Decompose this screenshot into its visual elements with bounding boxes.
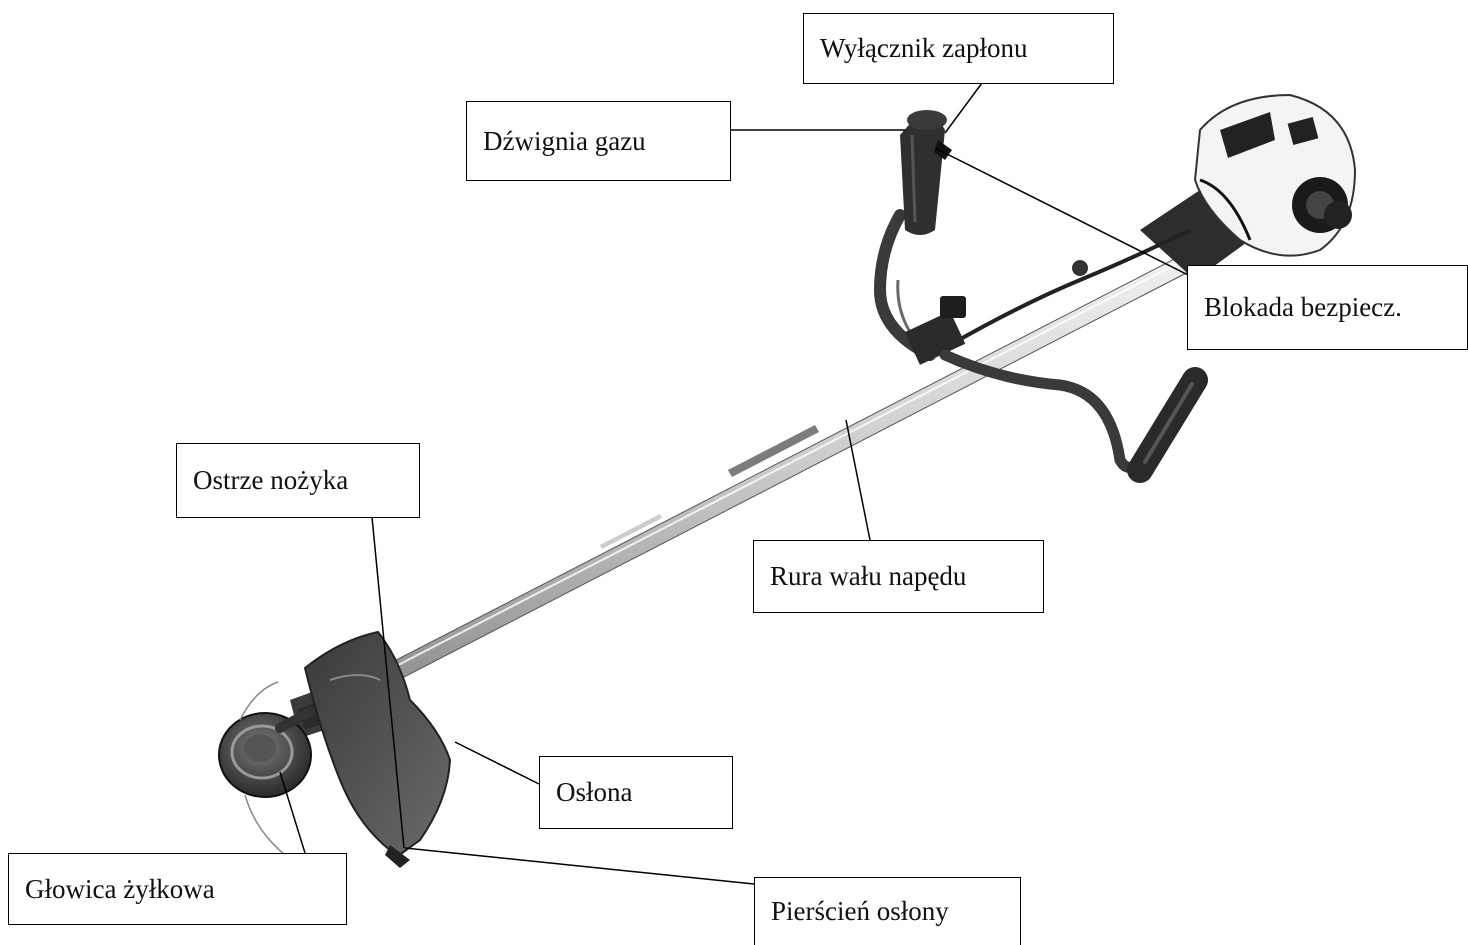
label-drive-shaft-tube: Rura wału napędu: [753, 540, 1044, 613]
label-guard-ring: Pierścień osłony: [754, 877, 1021, 945]
guard-shape: [305, 632, 450, 868]
label-safety-lock: Blokada bezpiecz.: [1187, 265, 1468, 350]
label-ignition-switch: Wyłącznik zapłonu: [803, 13, 1114, 84]
cable-clip: [1072, 260, 1088, 276]
throttle-grip: [900, 110, 952, 235]
label-guard: Osłona: [539, 756, 733, 829]
engine: [1140, 95, 1355, 280]
leader-ignition-switch: [945, 83, 982, 133]
leader-guard-ring: [405, 848, 754, 884]
leader-guard: [455, 742, 539, 784]
label-trimmer-head: Głowica żyłkowa: [8, 853, 347, 925]
label-throttle-lever: Dźwignia gazu: [466, 101, 731, 181]
drive-shaft-tube: [338, 252, 1196, 706]
label-cutter-blade: Ostrze nożyka: [176, 443, 420, 518]
